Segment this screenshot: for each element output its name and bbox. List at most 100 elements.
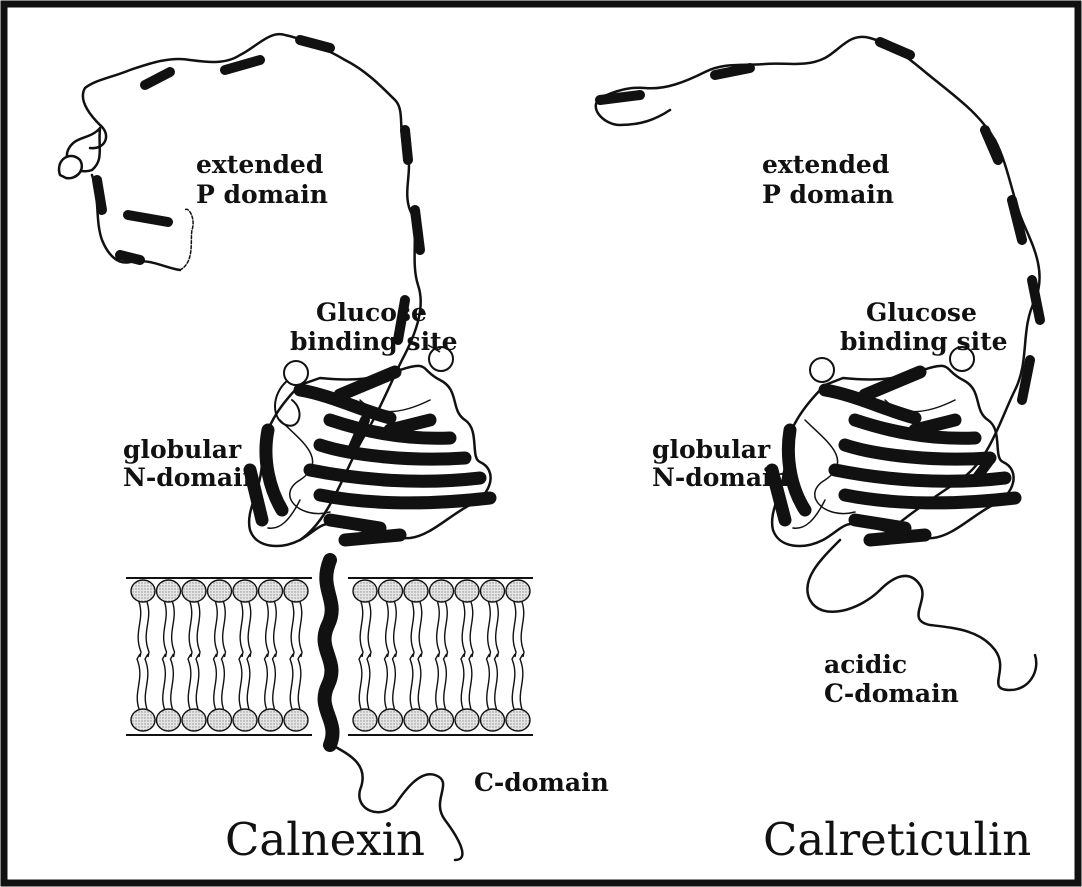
lipid-tail bbox=[189, 602, 192, 657]
lipid-tail bbox=[445, 602, 448, 657]
lipid-tail bbox=[436, 654, 439, 709]
lipid-tail bbox=[215, 602, 218, 657]
calnexin-n-domain bbox=[249, 347, 491, 546]
calnexin-p-domain-loop bbox=[67, 128, 180, 270]
lipid-head bbox=[481, 580, 505, 602]
lipid-tail bbox=[265, 654, 268, 709]
lipid-tail bbox=[462, 602, 465, 657]
lipid-tail bbox=[367, 654, 370, 709]
lipid-head bbox=[455, 709, 479, 731]
lipid-tail bbox=[393, 654, 396, 709]
lipid-head bbox=[157, 709, 181, 731]
lipid-head bbox=[506, 580, 530, 602]
lipid-tail bbox=[470, 602, 473, 657]
lipid-tail bbox=[171, 654, 174, 709]
lipid-tail bbox=[487, 654, 490, 709]
lipid-head bbox=[131, 580, 155, 602]
lipid-head bbox=[379, 709, 403, 731]
calnexin-p-domain-tail bbox=[180, 209, 193, 270]
lipid-tail bbox=[394, 602, 397, 657]
lipid-tail bbox=[359, 654, 362, 709]
lipid-head bbox=[284, 580, 308, 602]
lipid-tail bbox=[419, 602, 422, 657]
lipid-tail bbox=[513, 602, 516, 657]
lipid-head bbox=[208, 580, 232, 602]
lipid-tail bbox=[240, 602, 243, 657]
lipid-tail bbox=[214, 654, 217, 709]
lipid-tail bbox=[188, 654, 191, 709]
calreticulin-glucose-label-line1: Glucose bbox=[866, 298, 977, 327]
lipid-tail bbox=[197, 602, 200, 657]
calreticulin-structure bbox=[596, 37, 1040, 690]
lipid-tail bbox=[196, 654, 199, 709]
lipid-head bbox=[404, 709, 428, 731]
lipid-tail bbox=[223, 602, 226, 657]
lipid-tail bbox=[444, 654, 447, 709]
lipid-head bbox=[131, 709, 155, 731]
lipid-head bbox=[157, 580, 181, 602]
lipid-tail bbox=[385, 654, 388, 709]
lipid-head bbox=[404, 580, 428, 602]
lipid-tail bbox=[145, 654, 148, 709]
lipid-head bbox=[233, 580, 257, 602]
calreticulin-c-domain-label-line2: C-domain bbox=[824, 679, 959, 708]
lipid-head bbox=[353, 709, 377, 731]
lipid-head bbox=[455, 580, 479, 602]
lipid-head bbox=[182, 580, 206, 602]
lipid-tail bbox=[248, 602, 251, 657]
lipid-head bbox=[259, 709, 283, 731]
lipid-tail bbox=[299, 602, 302, 657]
lipid-tail bbox=[418, 654, 421, 709]
lipid-head bbox=[430, 709, 454, 731]
lipid-tail bbox=[360, 602, 363, 657]
lipid-tail bbox=[386, 602, 389, 657]
calreticulin-n-domain-label-line1: globular bbox=[652, 435, 770, 464]
calnexin-p-domain-label-line1: extended bbox=[196, 150, 323, 179]
lipid-tail bbox=[461, 654, 464, 709]
lipid-head bbox=[182, 709, 206, 731]
lipid-tail bbox=[274, 602, 277, 657]
calreticulin-glucose-label-line2: binding site bbox=[840, 327, 1008, 356]
lipid-tail bbox=[137, 654, 140, 709]
calnexin-c-domain-label: C-domain bbox=[474, 768, 609, 797]
lipid-tail bbox=[138, 602, 141, 657]
calnexin-tm-helix bbox=[325, 560, 333, 745]
lipid-tail bbox=[512, 654, 515, 709]
lipid-head bbox=[233, 709, 257, 731]
calreticulin-n-domain-label-line2: N-domain bbox=[652, 463, 790, 492]
calnexin-p-domain-label-line2: P domain bbox=[196, 180, 328, 209]
lipid-tail bbox=[273, 654, 276, 709]
lipid-head bbox=[379, 580, 403, 602]
lipid-tail bbox=[146, 602, 149, 657]
calnexin-n-domain-label-line1: globular bbox=[123, 435, 241, 464]
lipid-head bbox=[506, 709, 530, 731]
lipid-tail bbox=[239, 654, 242, 709]
lipid-head bbox=[259, 580, 283, 602]
calreticulin-p-domain-label-line2: P domain bbox=[762, 180, 894, 209]
lipid-tail bbox=[290, 654, 293, 709]
calreticulin-n-domain bbox=[772, 347, 1015, 546]
calnexin-glucose-label-line2: binding site bbox=[290, 327, 458, 356]
lipid-tail bbox=[488, 602, 491, 657]
calreticulin-title: Calreticulin bbox=[763, 815, 1031, 865]
lipid-tail bbox=[521, 602, 524, 657]
lipid-tail bbox=[163, 654, 166, 709]
calnexin-glucose-label-line1: Glucose bbox=[316, 298, 427, 327]
calnexin-n-domain-label-line2: N-domain bbox=[123, 463, 261, 492]
lipid-head bbox=[353, 580, 377, 602]
lipid-tail bbox=[222, 654, 225, 709]
lipid-tail bbox=[164, 602, 167, 657]
calnexin-title: Calnexin bbox=[225, 815, 425, 865]
lipid-head bbox=[430, 580, 454, 602]
lipid-head bbox=[208, 709, 232, 731]
lipid-tail bbox=[298, 654, 301, 709]
lipid-tail bbox=[368, 602, 371, 657]
lipid-tail bbox=[437, 602, 440, 657]
calreticulin-c-domain-label-line1: acidic bbox=[824, 650, 907, 679]
lipid-head bbox=[284, 709, 308, 731]
lipid-tail bbox=[411, 602, 414, 657]
lipid-tail bbox=[520, 654, 523, 709]
lipid-tail bbox=[291, 602, 294, 657]
lipid-tail bbox=[496, 602, 499, 657]
calreticulin-p-domain-label-line1: extended bbox=[762, 150, 889, 179]
